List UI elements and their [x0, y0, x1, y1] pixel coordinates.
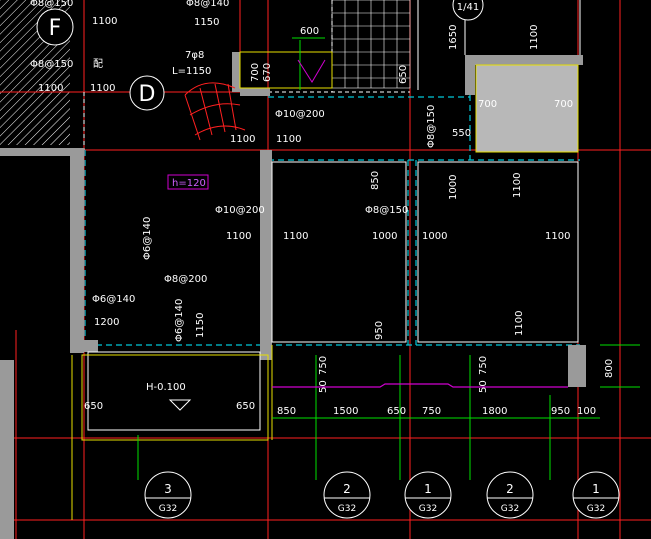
length-label: 1100 [226, 231, 251, 242]
dimension-label: 650 [387, 406, 406, 417]
slab-thickness-note: h=120 [172, 178, 206, 189]
length-label: 1000 [448, 175, 459, 200]
beam-number: 2 [343, 482, 351, 496]
length-label: 650 [84, 401, 103, 412]
length-label: 1100 [512, 173, 523, 198]
axis-label-d: D [139, 82, 156, 107]
rebar-tag: 配 [93, 58, 103, 70]
dimension-label: 800 [604, 359, 615, 378]
length-label: 670 [262, 63, 273, 82]
length-label: 1200 [94, 317, 119, 328]
rebar-label: Φ8@200 [164, 274, 207, 285]
spiral-stair [184, 82, 246, 141]
dimension-label: 750 [318, 356, 329, 375]
axis-label-f: F [49, 16, 62, 41]
length-label: 1100 [90, 83, 115, 94]
rebar-label: Φ8@150 [365, 205, 408, 216]
length-label: 1100 [276, 134, 301, 145]
length-label: 1100 [38, 83, 63, 94]
elevation-note: H-0.100 [146, 382, 186, 393]
rebar-label: Φ6@140 [92, 294, 135, 305]
length-label: 600 [300, 26, 319, 37]
length-label: 1100 [230, 134, 255, 145]
dimension-label: 50 [318, 380, 329, 393]
rebar-label: Φ8@140 [186, 0, 229, 9]
length-label: 1150 [194, 17, 219, 28]
elevation-triangle [168, 399, 192, 411]
slab-thickness-box [167, 174, 209, 190]
rebar-label: Φ6@140 [174, 299, 185, 342]
dimension-label: 850 [277, 406, 296, 417]
dimension-label: 1500 [333, 406, 358, 417]
yellow-outlines [71, 51, 333, 520]
length-label: 1100 [514, 311, 525, 336]
axis-label-top-right: 1/41 [457, 2, 479, 13]
length-label: 650 [398, 65, 409, 84]
slab-boundaries [84, 65, 580, 346]
length-label: 1100 [529, 25, 540, 50]
beam-number: 3 [164, 482, 172, 496]
length-label: 700 [250, 63, 261, 82]
beam-code: G32 [587, 504, 605, 514]
dimension-label: 750 [478, 356, 489, 375]
length-label: 850 [370, 171, 381, 190]
length-label: 1100 [92, 16, 117, 27]
rebar-label: Φ8@150 [30, 59, 73, 70]
stair-symbol [297, 59, 326, 83]
rebar-label: Φ8@150 [30, 0, 73, 9]
beam-code: G32 [419, 504, 437, 514]
axis-bubbles [36, 0, 620, 519]
rebar-label: Φ6@140 [142, 217, 153, 260]
dimension-label: 100 [577, 406, 596, 417]
length-label: 700 [478, 99, 497, 110]
stair-length-note: L=1150 [172, 66, 211, 77]
length-label: 550 [452, 128, 471, 139]
beam-number: 2 [506, 482, 514, 496]
concrete-walls [0, 52, 586, 539]
dimension-label: 1800 [482, 406, 507, 417]
length-label: 700 [554, 99, 573, 110]
length-label: 1100 [545, 231, 570, 242]
beam-code: G32 [159, 504, 177, 514]
beam-number: 1 [592, 482, 600, 496]
length-label: 1650 [448, 25, 459, 50]
tile-grid [331, 0, 411, 89]
rebar-label: Φ10@200 [215, 205, 265, 216]
length-label: 950 [374, 321, 385, 340]
rebar-label: Φ8@150 [426, 105, 437, 148]
stair-bar-note: 7φ8 [185, 50, 204, 61]
dimension-label: 750 [422, 406, 441, 417]
beam-number: 1 [424, 482, 432, 496]
beam-code: G32 [501, 504, 519, 514]
slab-opening [475, 64, 579, 153]
length-label: 1000 [422, 231, 447, 242]
green-markers [137, 37, 640, 480]
dimension-label: 950 [551, 406, 570, 417]
rebar-label: Φ10@200 [275, 109, 325, 120]
magenta-edge-line [272, 383, 568, 388]
dimension-label: 50 [478, 380, 489, 393]
length-label: 1100 [283, 231, 308, 242]
beam-dashed-lines [83, 0, 410, 150]
room-outlines [87, 0, 581, 431]
length-label: 650 [236, 401, 255, 412]
length-label: 1000 [372, 231, 397, 242]
beam-code: G32 [338, 504, 356, 514]
length-label: 1150 [195, 313, 206, 338]
